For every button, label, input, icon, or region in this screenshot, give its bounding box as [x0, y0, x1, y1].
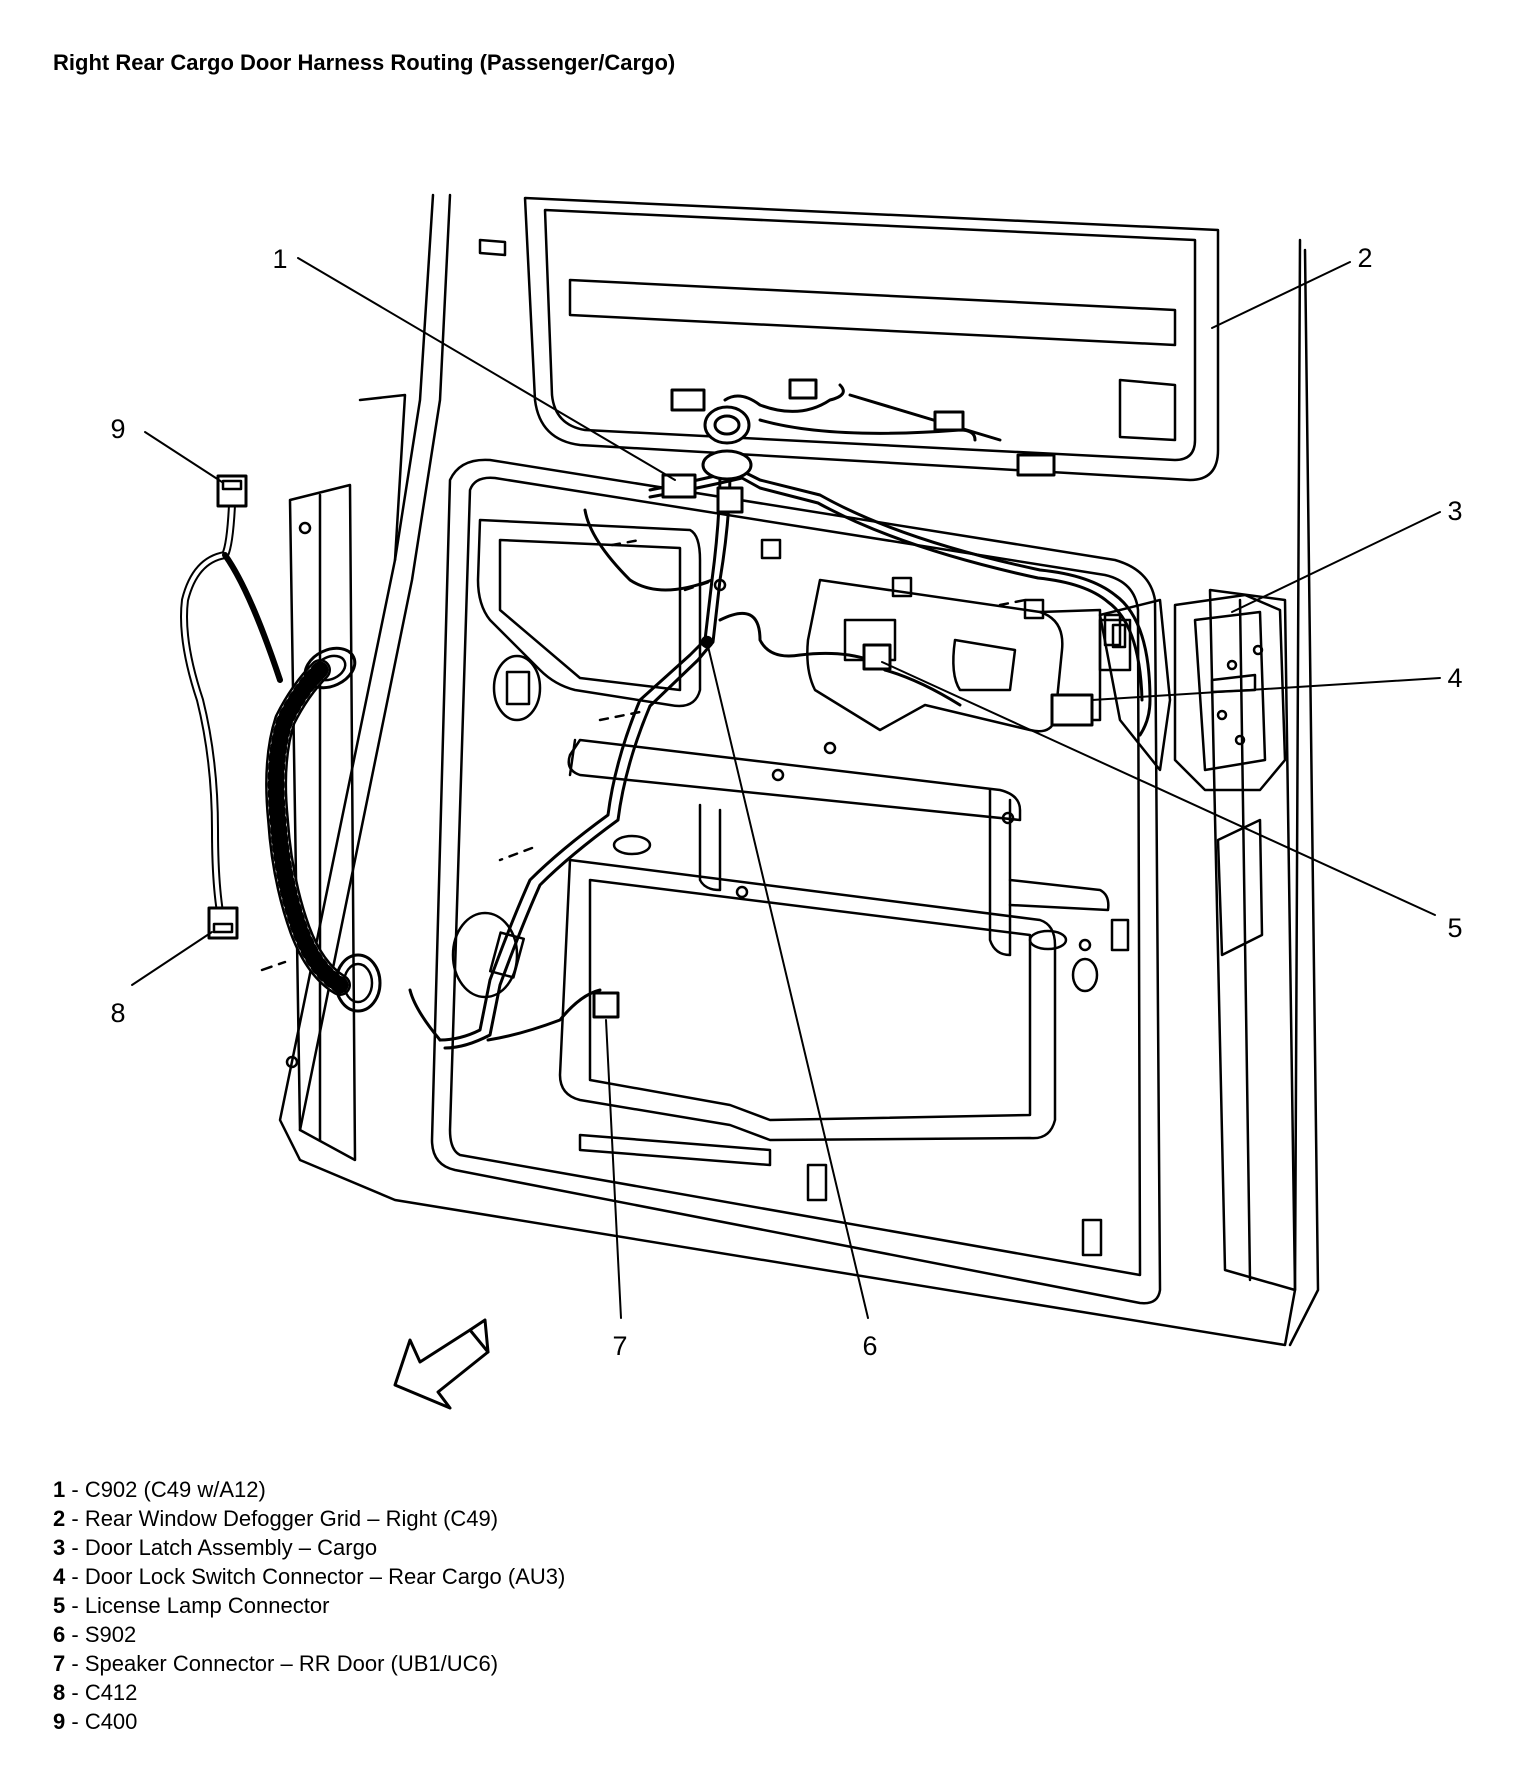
callout-5: 5 [1447, 913, 1462, 943]
door-latch-assembly [1098, 593, 1287, 792]
inner-panel [285, 458, 1162, 1305]
component-legend: 1 - C902 (C49 w/A12) 2 - Rear Window Def… [53, 1475, 565, 1736]
legend-item: 2 - Rear Window Defogger Grid – Right (C… [53, 1506, 499, 1531]
callout-numbers: 1 2 3 4 5 6 7 8 9 [110, 243, 1462, 1361]
legend-item: 3 - Door Latch Assembly – Cargo [53, 1535, 378, 1560]
door-connectors [592, 378, 1094, 1019]
legend-item: 6 - S902 [53, 1622, 137, 1647]
callout-4: 4 [1447, 663, 1462, 693]
legend-item: 1 - C902 (C49 w/A12) [53, 1477, 266, 1502]
legend-item: 9 - C400 [53, 1709, 138, 1734]
callout-8: 8 [110, 998, 125, 1028]
rear-window [478, 196, 1220, 482]
door-shell [278, 193, 1320, 1347]
legend-item: 7 - Speaker Connector – RR Door (UB1/UC6… [53, 1651, 499, 1676]
front-direction-arrow [393, 1318, 490, 1410]
legend-item: 4 - Door Lock Switch Connector – Rear Ca… [53, 1564, 566, 1589]
callout-2: 2 [1357, 243, 1372, 273]
callout-1: 1 [272, 244, 287, 274]
callout-leaders [131, 257, 1441, 1319]
external-harness [180, 474, 1027, 1013]
diagram-title: Right Rear Cargo Door Harness Routing (P… [53, 50, 676, 75]
legend-item: 5 - License Lamp Connector [53, 1593, 330, 1618]
callout-9: 9 [110, 414, 125, 444]
callout-3: 3 [1447, 496, 1462, 526]
callout-7: 7 [612, 1331, 627, 1361]
legend-item: 8 - C412 [53, 1680, 138, 1705]
callout-6: 6 [862, 1331, 877, 1361]
